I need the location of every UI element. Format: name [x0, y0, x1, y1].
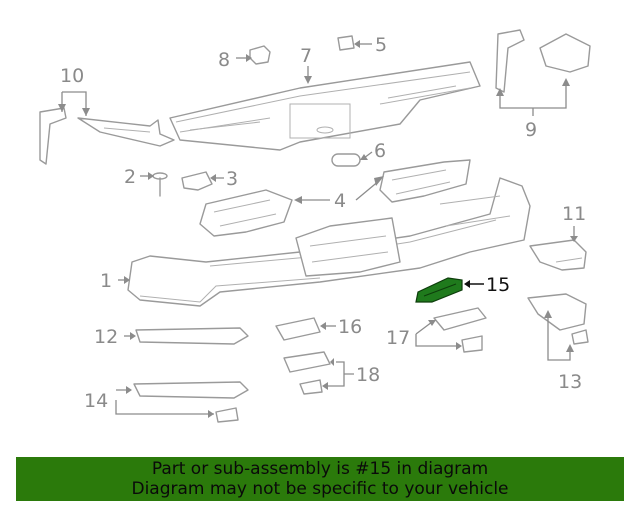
part-1-rear-bumper [127, 177, 531, 307]
callout-9: 9 [525, 119, 537, 141]
part-8-clip [249, 45, 271, 65]
callout-17: 17 [386, 327, 410, 349]
callout-4: 4 [334, 190, 346, 212]
banner-line-2: Diagram may not be specific to your vehi… [131, 479, 509, 499]
callout-7: 7 [300, 45, 312, 67]
part-18-bracket-set [283, 351, 331, 395]
part-7-rear-step [169, 61, 481, 151]
part-15-highlighted-bracket [415, 277, 463, 303]
callout-3: 3 [226, 168, 238, 190]
callout-18: 18 [356, 364, 380, 386]
part-9-corner-bracket [495, 29, 591, 93]
part-12-trim-strip [135, 327, 249, 345]
part-5-clip [337, 35, 355, 51]
part-3-clip [181, 171, 213, 191]
callout-16: 16 [338, 316, 362, 338]
banner-line-1: Part or sub-assembly is #15 in diagram [151, 459, 489, 479]
part-2-bolt [152, 172, 168, 197]
callout-2: 2 [124, 166, 136, 188]
callout-5: 5 [375, 34, 387, 56]
part-10-trim-bracket [39, 107, 175, 165]
callout-6: 6 [374, 140, 386, 162]
callout-10: 10 [60, 65, 84, 87]
info-banner: Part or sub-assembly is #15 in diagram D… [16, 457, 624, 501]
callout-11: 11 [562, 203, 586, 225]
part-13-bracket-set [527, 293, 589, 345]
parts-diagram: 10 8 5 7 9 2 3 [39, 29, 591, 423]
part-16-bracket [275, 317, 321, 341]
part-4-brackets [199, 159, 471, 237]
callout-8: 8 [218, 49, 230, 71]
part-11-step-pad [529, 239, 587, 271]
callout-1: 1 [100, 270, 112, 292]
callout-15: 15 [486, 274, 510, 296]
callout-12: 12 [94, 326, 118, 348]
callout-14: 14 [84, 390, 108, 412]
part-6-plug [331, 153, 361, 167]
part-17-bracket-set [433, 307, 487, 353]
callout-13: 13 [558, 371, 582, 393]
part-14-trim-set [133, 381, 249, 423]
